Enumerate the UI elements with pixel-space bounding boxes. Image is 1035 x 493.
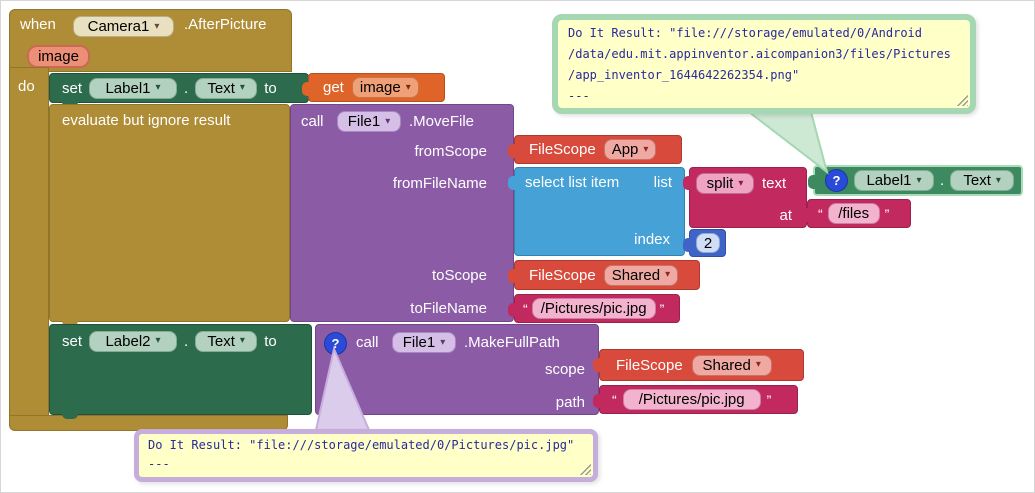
close-quote: ” [884, 205, 890, 222]
filescope-app-block[interactable]: FileScope App ▾ [508, 135, 682, 164]
call-makefullpath-block[interactable]: ? call File1 ▾ .MakeFullPath scope path [315, 324, 599, 415]
variable-dropdown-image[interactable]: image ▾ [351, 77, 419, 98]
property-dropdown-text1[interactable]: Text ▾ [195, 77, 258, 99]
event-name: .AfterPicture [184, 16, 267, 33]
do-label: do [18, 78, 35, 95]
filescope-label: FileScope [529, 266, 596, 284]
param-label-scope: scope [544, 361, 585, 378]
evaluate-ignore-block[interactable]: evaluate but ignore result [49, 104, 290, 326]
component-dropdown-label1-getter[interactable]: Label1 ▾ [854, 170, 934, 191]
property-dropdown-text2[interactable]: Text ▾ [195, 330, 258, 352]
when-event-block-header[interactable]: when Camera1 ▾ .AfterPicture image [9, 9, 292, 72]
component-dropdown-label1[interactable]: Label1 ▾ [89, 77, 178, 99]
filescope-shared-to-block[interactable]: FileScope Shared ▾ [508, 260, 700, 290]
help-icon[interactable]: ? [825, 169, 848, 192]
files-string-field[interactable]: /files [827, 203, 880, 224]
call-movefile-block[interactable]: call File1 ▾ .MoveFile fromScope fromFil… [290, 104, 514, 322]
doit-result-line: --- [148, 457, 170, 471]
close-quote: ” [659, 300, 665, 317]
set-label2-text-block[interactable]: set Label2 ▾ . Text ▾ to [49, 324, 312, 419]
component-dropdown-file1-makefullpath[interactable]: File1 ▾ [392, 332, 456, 353]
open-quote: “ [523, 300, 528, 317]
dropdown-icon: ▾ [155, 82, 161, 93]
param-label-index: index [634, 231, 670, 248]
component-dropdown-camera1[interactable]: Camera1 ▾ [73, 16, 174, 37]
get-keyword: get [323, 79, 344, 96]
set-label1-text-block[interactable]: set Label1 ▾ . Text ▾ to [49, 73, 309, 107]
filescope-label: FileScope [616, 356, 683, 374]
close-quote: ” [766, 391, 772, 408]
to-keyword: to [264, 332, 277, 350]
property-dot: . [184, 79, 189, 97]
dropdown-icon: ▾ [405, 81, 411, 93]
property-dot: . [184, 332, 189, 350]
set-keyword: set [62, 332, 83, 350]
dropdown-icon: ▾ [755, 359, 761, 370]
index-number-block[interactable]: 2 [683, 229, 726, 257]
dropdown-icon: ▾ [643, 143, 649, 155]
doit-result-line: /app_inventor_1644642262354.png" [568, 68, 800, 82]
evaluate-label: evaluate but ignore result [62, 112, 231, 129]
when-event-block-left-column[interactable]: do [9, 67, 49, 419]
dropdown-icon: ▾ [154, 20, 160, 32]
param-label-text: text [762, 175, 787, 192]
doit-result-line: /data/edu.mit.appinventor.aicompanion3/f… [568, 47, 951, 61]
select-list-item-block[interactable]: select list item list index [508, 167, 685, 256]
filescope-dropdown-shared-scope[interactable]: Shared ▾ [691, 354, 772, 376]
property-dropdown-text-getter[interactable]: Text ▾ [950, 170, 1015, 191]
method-name-movefile: .MoveFile [409, 113, 475, 130]
get-image-block[interactable]: get image ▾ [302, 73, 445, 102]
call-keyword: call [356, 334, 379, 351]
param-label-path: path [555, 394, 585, 411]
tofilename-string-block[interactable]: “ /Pictures/pic.jpg ” [508, 294, 680, 323]
top-balloon-tail [746, 111, 829, 175]
dropdown-icon: ▾ [440, 336, 446, 348]
split-operator-dropdown[interactable]: split ▾ [696, 173, 754, 194]
doit-result-line: Do It Result: "file:///storage/emulated/… [568, 26, 923, 40]
filescope-dropdown-shared-to[interactable]: Shared ▾ [603, 264, 679, 286]
param-label-fromscope: fromScope [414, 143, 487, 160]
split-block[interactable]: split ▾ text at [683, 167, 807, 228]
component-dropdown-label2[interactable]: Label2 ▾ [89, 330, 178, 352]
dropdown-icon: ▾ [385, 115, 391, 127]
dropdown-icon: ▾ [995, 174, 1001, 186]
number-field[interactable]: 2 [696, 233, 720, 253]
help-icon[interactable]: ? [324, 332, 347, 355]
doit-result-line: --- [568, 89, 590, 103]
filescope-shared-scope-block[interactable]: FileScope Shared ▾ [593, 349, 804, 381]
dropdown-icon: ▾ [738, 177, 744, 189]
param-label-toscope: toScope [431, 267, 487, 284]
param-label-fromfilename: fromFileName [392, 175, 487, 192]
dropdown-icon: ▾ [916, 174, 922, 186]
filescope-dropdown-app[interactable]: App ▾ [603, 139, 657, 160]
dropdown-icon: ▾ [665, 269, 671, 280]
open-quote: “ [818, 205, 823, 222]
set-keyword: set [62, 79, 83, 97]
dropdown-icon: ▾ [155, 335, 161, 346]
dropdown-icon: ▾ [239, 82, 245, 93]
to-keyword: to [264, 79, 277, 97]
param-label-tofilename: toFileName [410, 300, 487, 317]
doit-result-balloon-top[interactable]: Do It Result: "file:///storage/emulated/… [552, 14, 976, 114]
event-param-image[interactable]: image [27, 45, 90, 68]
path-string-block[interactable]: “ /Pictures/pic.jpg ” [593, 385, 798, 414]
method-name-makefullpath: .MakeFullPath [464, 334, 560, 351]
when-keyword: when [20, 16, 56, 33]
property-dot: . [940, 172, 945, 189]
param-label-list: list [653, 174, 672, 191]
select-list-item-label: select list item [525, 174, 620, 191]
filescope-label: FileScope [529, 141, 596, 158]
files-string-block[interactable]: “ /files ” [801, 199, 911, 228]
call-keyword: call [301, 113, 324, 130]
doit-result-balloon-bottom[interactable]: Do It Result: "file:///storage/emulated/… [134, 429, 598, 482]
param-label-at: at [779, 207, 792, 224]
open-quote: “ [612, 391, 617, 408]
path-string-field[interactable]: /Pictures/pic.jpg [622, 389, 761, 410]
label1-text-getter-block[interactable]: ? Label1 ▾ . Text ▾ [808, 165, 1023, 196]
tofilename-string-field[interactable]: /Pictures/pic.jpg [531, 298, 656, 319]
component-dropdown-file1-movefile[interactable]: File1 ▾ [337, 111, 401, 132]
dropdown-icon: ▾ [239, 335, 245, 346]
doit-result-line: Do It Result: "file:///storage/emulated/… [148, 438, 575, 452]
